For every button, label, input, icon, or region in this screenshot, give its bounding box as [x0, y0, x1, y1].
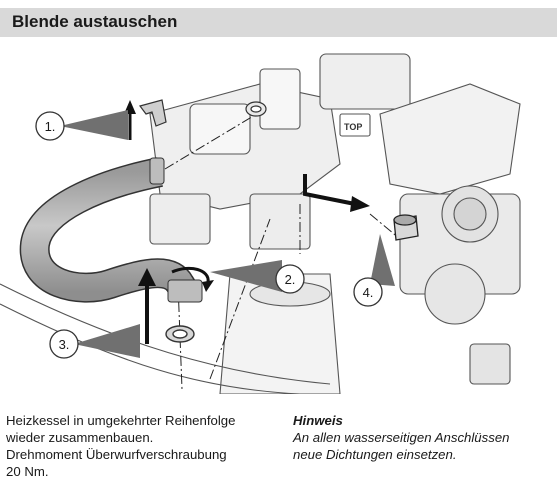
callout-1: 1.	[35, 110, 128, 141]
instruction-line: Drehmoment Überwurfverschraubung	[6, 447, 227, 462]
retaining-clip	[138, 99, 167, 127]
note-heading: Hinweis	[293, 413, 343, 428]
instruction-line: 20 Nm.	[6, 464, 49, 479]
reassembly-instructions: Heizkessel in umgekehrter Reihenfolge wi…	[6, 412, 281, 480]
page-title: Blende austauschen	[12, 12, 178, 31]
callout-4: 4.	[353, 234, 395, 307]
installation-illustration: TOP	[0, 53, 521, 394]
cap-nut	[393, 214, 419, 241]
instruction-line: Heizkessel in umgekehrter Reihenfolge	[6, 413, 236, 428]
note-line: neue Dichtungen einsetzen.	[293, 447, 457, 462]
callout-3: 3.	[49, 324, 140, 359]
svg-text:1.: 1.	[45, 119, 56, 134]
callout-2: 2.	[210, 260, 305, 294]
note-line: An allen wasserseitigen Anschlüssen	[293, 430, 510, 445]
svg-text:2.: 2.	[285, 272, 296, 287]
top-label: TOP	[344, 122, 362, 132]
note-box: Hinweis An allen wasserseitigen Anschlüs…	[293, 412, 553, 463]
seal-ring-bottom	[165, 325, 195, 343]
svg-text:3.: 3.	[59, 337, 70, 352]
svg-text:4.: 4.	[363, 285, 374, 300]
instruction-line: wieder zusammenbauen.	[6, 430, 154, 445]
flexible-hose	[19, 157, 203, 303]
seal-ring-top	[245, 101, 267, 117]
boiler-machinery: TOP	[0, 53, 521, 394]
section-header: Blende austauschen	[0, 8, 557, 37]
action-arrows	[124, 100, 370, 344]
